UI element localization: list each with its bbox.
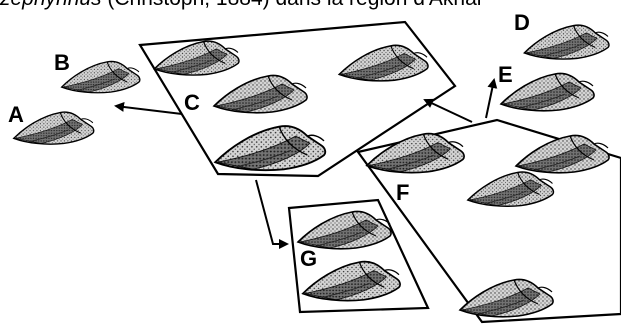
specimen-c1-moth (154, 41, 239, 75)
arrow-f-to-e (486, 80, 494, 118)
specimen-d-moth (524, 25, 609, 59)
label-a: A (8, 102, 24, 127)
caption-genus: zephyrinus (0, 0, 102, 10)
arrow-f-to-c (425, 100, 472, 122)
specimen-f3-moth (468, 172, 554, 206)
specimen-g1-moth (298, 211, 391, 248)
label-f: F (396, 180, 409, 205)
specimen-f1-moth (367, 134, 464, 173)
specimen-e-moth (501, 73, 594, 110)
label-c: C (184, 90, 200, 115)
caption-rest: (Christoph, 1884) dans la région d'Akhal (102, 0, 482, 10)
arrow-c-to-a (116, 106, 182, 114)
label-e: E (498, 62, 513, 87)
specimen-g2-moth (303, 262, 400, 301)
label-g: G (300, 246, 317, 271)
specimen-c3-moth (214, 75, 307, 112)
figure-caption: zephyrinus (Christoph, 1884) dans la rég… (0, 0, 621, 11)
specimen-c2-moth (339, 45, 428, 81)
arrow-c-to-g (256, 180, 287, 244)
specimen-f2-moth (516, 135, 609, 172)
label-b: B (54, 50, 70, 75)
specimen-c4-moth (215, 126, 325, 170)
label-d: D (514, 10, 530, 35)
specimen-a-moth (14, 112, 94, 144)
specimen-b-moth (62, 61, 140, 92)
specimen-f4-moth (460, 279, 553, 316)
